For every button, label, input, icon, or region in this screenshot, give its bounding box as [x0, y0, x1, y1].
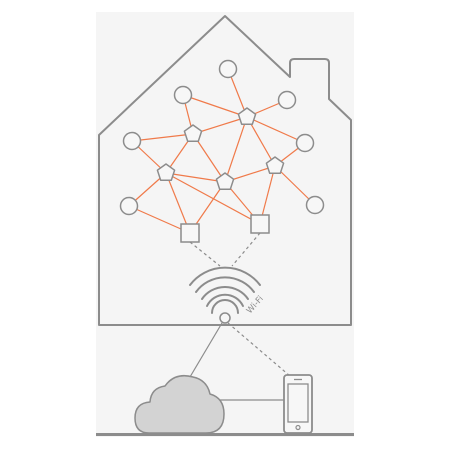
router-node [265, 156, 285, 175]
mesh-link [131, 133, 194, 142]
router-nodes [156, 107, 285, 191]
mesh-link [128, 205, 191, 234]
dashed-link [231, 232, 261, 267]
house-outline-icon [98, 15, 352, 326]
gateway-wifi-links [189, 232, 261, 267]
gateway-node [250, 214, 270, 234]
cloud-icon [134, 374, 225, 434]
sensor-node [119, 196, 139, 216]
router-node [183, 124, 203, 143]
background-panel [96, 12, 354, 437]
router-node [215, 172, 235, 191]
sensor-node [295, 133, 315, 153]
mesh-link [165, 172, 261, 225]
dashed-link [189, 241, 221, 267]
mesh-link [165, 172, 226, 183]
mesh-link [182, 94, 248, 118]
smartphone-icon [283, 374, 313, 434]
sensor-node [122, 131, 142, 151]
ap-phone-link [227, 322, 291, 377]
end-nodes [119, 59, 325, 216]
sensor-node [218, 59, 238, 79]
mesh-link [224, 116, 248, 183]
sensor-node [277, 90, 297, 110]
sensor-node [173, 85, 193, 105]
mesh-link [165, 172, 191, 234]
wifi-icon [189, 266, 261, 314]
ap-cloud-link [186, 322, 223, 383]
mesh-link [246, 116, 276, 167]
access-point-icon [219, 312, 231, 324]
router-node [156, 163, 176, 182]
sensor-node [305, 195, 325, 215]
mesh-link [246, 116, 306, 144]
gateway-nodes [180, 214, 270, 243]
gateway-node [180, 223, 200, 243]
router-node [237, 107, 257, 126]
mesh-link [274, 165, 316, 206]
